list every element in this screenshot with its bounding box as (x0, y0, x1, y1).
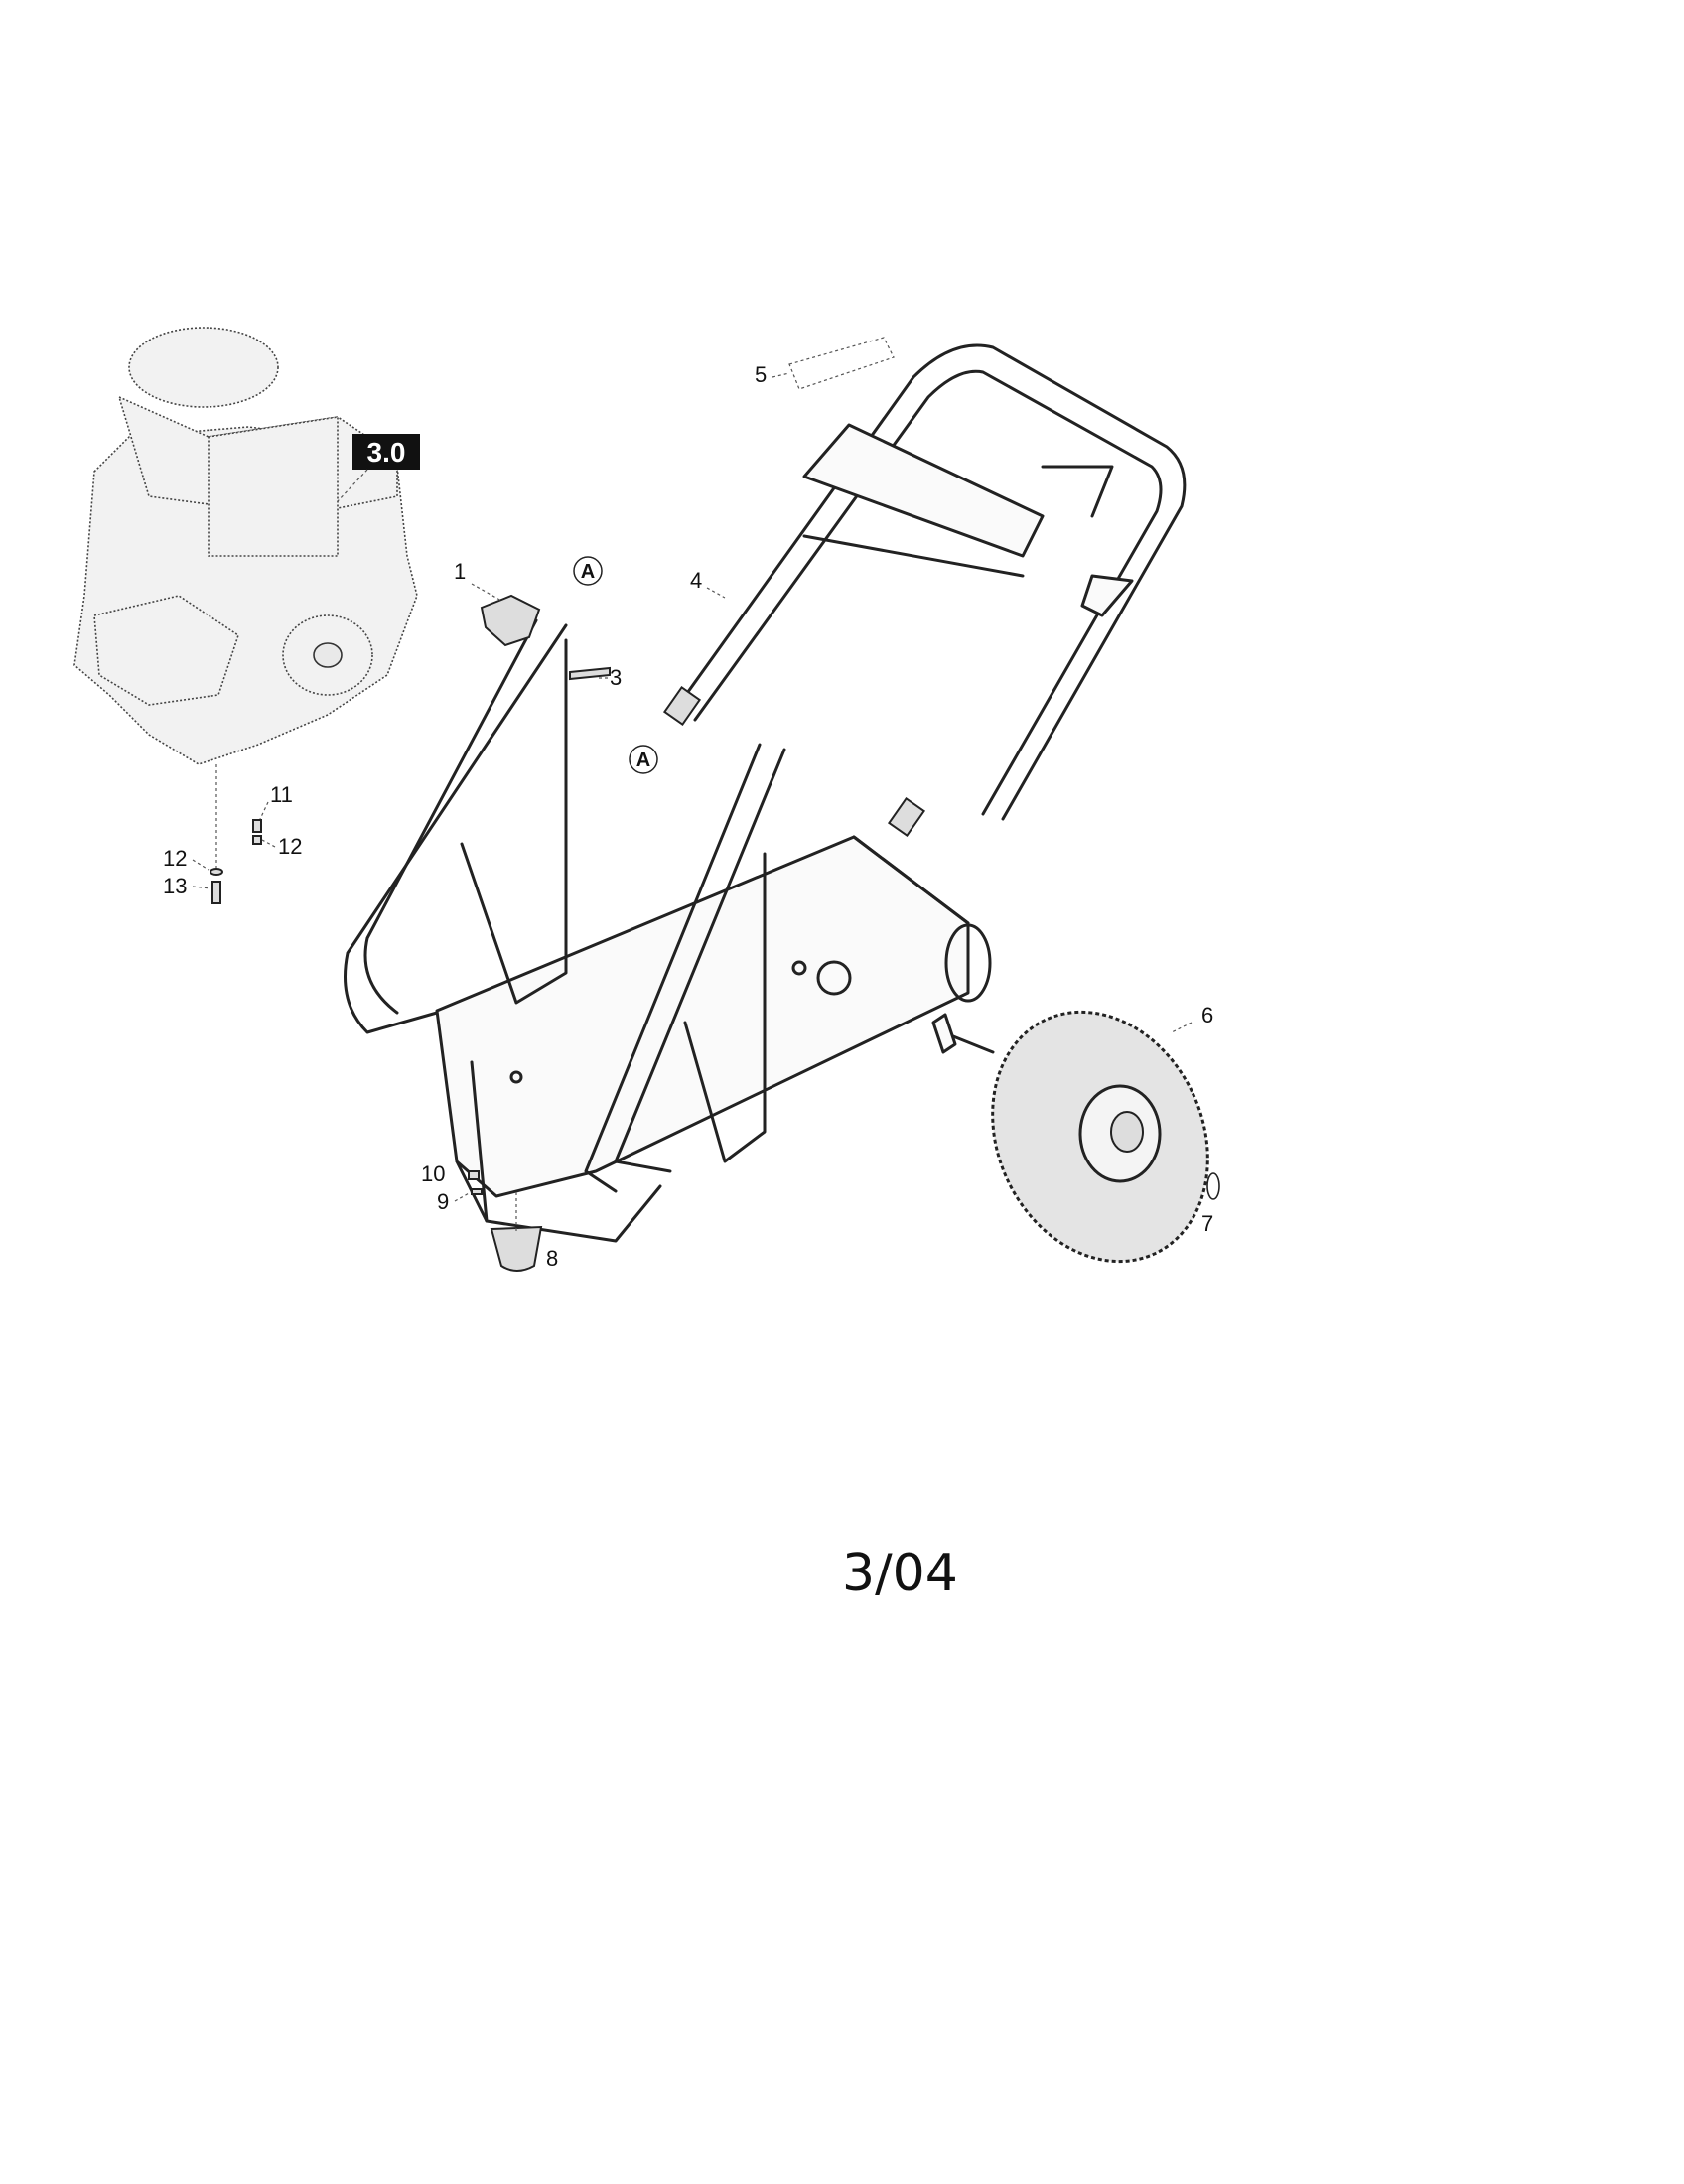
callout-8: 8 (546, 1246, 558, 1271)
rubber-foot-part-8 (490, 1225, 543, 1272)
callout-10: 10 (421, 1161, 445, 1186)
callout-9: 9 (437, 1189, 449, 1214)
connection-marker-bottom-label: A (636, 750, 650, 771)
callout-3: 3 (610, 665, 622, 690)
callout-12-left: 12 (163, 846, 187, 871)
engine-assembly (73, 327, 418, 904)
callout-11: 11 (270, 782, 293, 807)
engine-fastener-11 (252, 819, 262, 833)
wheel (991, 1010, 1209, 1264)
connection-marker-top-label: A (581, 561, 595, 583)
callout-4: 4 (690, 568, 702, 593)
connection-marker-top (573, 556, 603, 586)
callout-7: 7 (1201, 1211, 1213, 1236)
callout-12-right: 12 (278, 834, 302, 859)
callout-1: 1 (454, 559, 466, 584)
footer-date-code: 3/04 (842, 1544, 958, 1603)
nut-part-10 (468, 1170, 480, 1180)
callout-labels: 1 3 4 5 6 7 8 9 10 11 12 12 13 (163, 362, 1213, 1271)
bolt-13 (211, 881, 221, 904)
callout-6: 6 (1201, 1003, 1213, 1027)
callout-13: 13 (163, 874, 187, 898)
handle (662, 343, 1187, 837)
washer-part-9 (471, 1188, 483, 1195)
retaining-ring-part-7 (1206, 1172, 1220, 1200)
bolt-part-3 (569, 666, 611, 681)
base-frame (344, 618, 995, 1243)
decal-part-5 (788, 337, 895, 390)
section-reference-label: 3.0 (367, 437, 406, 468)
washer-12 (210, 868, 223, 876)
callout-5: 5 (755, 362, 767, 387)
connection-marker-bottom (629, 745, 658, 774)
section-reference-badge: 3.0 (337, 434, 420, 502)
engine-fastener-12 (252, 835, 262, 845)
knob-part-1 (480, 594, 541, 647)
